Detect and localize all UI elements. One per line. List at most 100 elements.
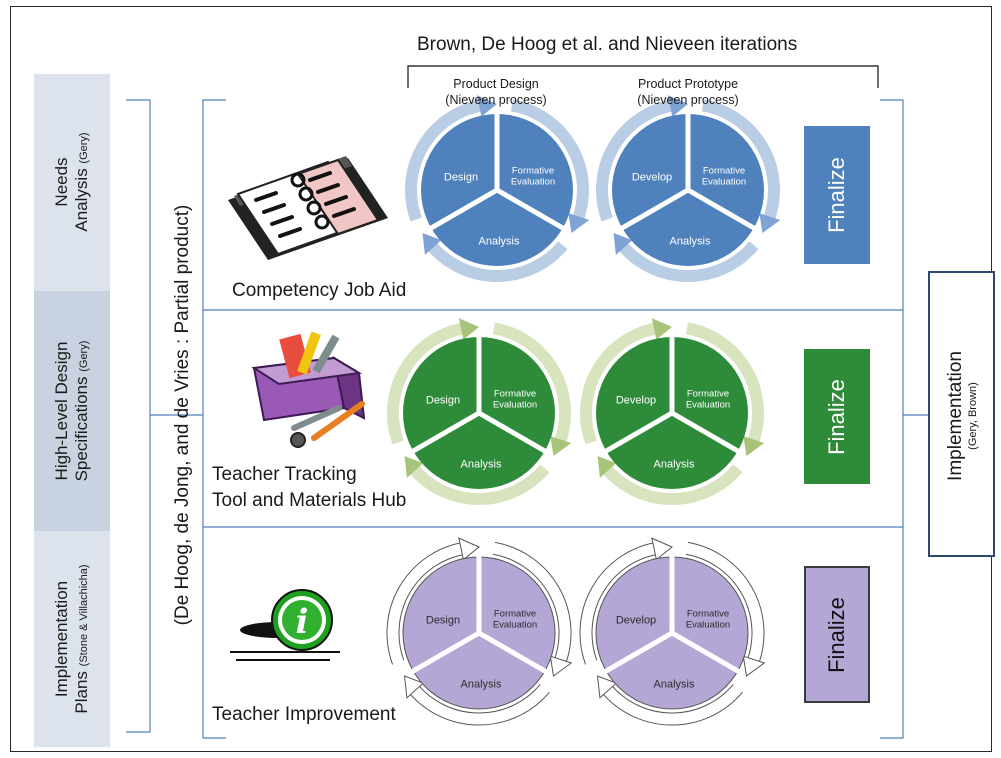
cycle-ring-outline (408, 691, 550, 726)
cycle-divider (477, 410, 548, 455)
cycle-ring-segment (601, 464, 743, 505)
cycle-ring-outline (579, 541, 657, 665)
cycle-arrowhead (476, 95, 497, 117)
cycles-group (386, 95, 781, 726)
implementation-label: Implementation (Gery, Brown) (938, 286, 986, 546)
cycle-ring-segment (510, 99, 589, 222)
cycle-label-bottom: Analysis (653, 458, 695, 471)
cycle-divider (410, 410, 481, 455)
cycle-ring-segment (580, 322, 659, 445)
cycle-arrowhead (742, 655, 766, 677)
cycle-ring-segment (580, 542, 659, 665)
cycle-arrowhead (403, 675, 425, 699)
cycle-divider (477, 630, 548, 675)
info-icon: i (230, 589, 340, 661)
cycle-arrowhead (759, 213, 781, 233)
product-title: Teacher Improvement (212, 704, 396, 725)
cycle-ring-outline (687, 541, 765, 665)
cycle-arrowhead (422, 233, 442, 255)
phase-high-level-design: High-Level Design Specifications (Gery) (34, 291, 110, 531)
product-title-line2: Tool and Materials Hub (212, 489, 407, 511)
cycle-divider (603, 630, 674, 675)
cycle-diagram (387, 318, 572, 505)
cycle-diagram (580, 318, 765, 505)
cycle-ring-outline (494, 541, 572, 665)
svg-text:i: i (296, 602, 309, 642)
cycle-divider (686, 187, 757, 232)
cycle-label-top: Develop (615, 614, 657, 627)
cycle-diagram (579, 537, 766, 726)
cycle-ring-segment (601, 684, 743, 725)
column-header-prototype: Product Prototype (Nieveen process) (637, 77, 738, 108)
cycle-ring-outline (386, 541, 464, 665)
cycle-ring-segment (701, 99, 780, 222)
cycle-ring-segment (492, 322, 571, 445)
cycle-label-bottom: Analysis (478, 235, 520, 248)
cycle-arrowhead (458, 318, 479, 340)
product-title: Competency Job Aid (232, 280, 407, 301)
cycle-arrowhead (404, 456, 424, 478)
column-header-design: Product Design (Nieveen process) (445, 77, 546, 108)
cycle-label-top: Design (425, 614, 461, 627)
cycle-ring-outline (685, 553, 753, 661)
cycle-arrowhead (568, 213, 590, 233)
cycle-arrowhead (458, 537, 480, 561)
cycle-ring-segment (387, 322, 466, 445)
cycle-divider (410, 630, 481, 675)
product-title: Teacher Tracking Tool and Materials Hub (212, 462, 406, 513)
cycle-arrowhead (613, 233, 633, 255)
cycle-label-bottom: Analysis (460, 458, 502, 471)
cycle-arrowhead (549, 655, 573, 677)
cycle-diagram (386, 537, 573, 726)
cycle-ring-outline (601, 691, 743, 726)
cycle-ring-segment (685, 542, 764, 665)
cycle-divider (428, 187, 499, 232)
cycle-label-bottom: Analysis (460, 678, 502, 691)
cycle-arrowhead (667, 95, 688, 117)
cycle-arrowhead (651, 318, 672, 340)
finalize-label: Finalize (824, 596, 849, 673)
cycle-ring-outline (417, 684, 541, 714)
cycle-label-top: Design (443, 171, 479, 184)
cycle-ring-segment (492, 542, 571, 665)
cycle-ring-segment (617, 241, 759, 282)
cycle-ring-segment (685, 322, 764, 445)
content-grid (202, 99, 928, 739)
cycle-ring-segment (408, 464, 550, 505)
cycle-arrowhead (651, 537, 673, 561)
finalize-box: Finalize (804, 349, 870, 484)
implementation-title: Implementation (944, 351, 966, 481)
cycle-arrowhead (550, 436, 572, 456)
column-header-line1: Product Design (453, 77, 539, 91)
cycle-label-top: Develop (615, 394, 657, 407)
cycle-ring-segment (408, 684, 550, 725)
phase-implementation-plans: Implementation Plans (Stone & Villachich… (34, 531, 110, 747)
cycle-ring-segment (596, 99, 675, 222)
cycle-ring-outline (398, 553, 466, 661)
implementation-box (928, 271, 995, 557)
cycle-label-top: Develop (631, 171, 673, 184)
phase-needs-analysis: Needs Analysis (Gery) (34, 74, 110, 291)
cycle-label-bottom: Analysis (653, 678, 695, 691)
cycle-ring-outline (492, 553, 560, 661)
cycle-diagram (405, 95, 590, 282)
finalize-label: Finalize (824, 157, 849, 233)
iterations-bracket (407, 65, 879, 88)
cycle-ring-outline (610, 684, 734, 714)
implementation-source: (Gery, Brown) (966, 382, 979, 450)
toolbox-icon (251, 331, 366, 448)
cycle-ring-segment (405, 99, 484, 222)
cycle-diagram (596, 95, 781, 282)
cycle-label-bottom: Analysis (669, 235, 711, 248)
column-header-line2: (Nieveen process) (445, 92, 547, 107)
cycle-divider (670, 410, 741, 455)
cycle-ring-segment (426, 241, 568, 282)
cycle-arrowhead (597, 456, 617, 478)
